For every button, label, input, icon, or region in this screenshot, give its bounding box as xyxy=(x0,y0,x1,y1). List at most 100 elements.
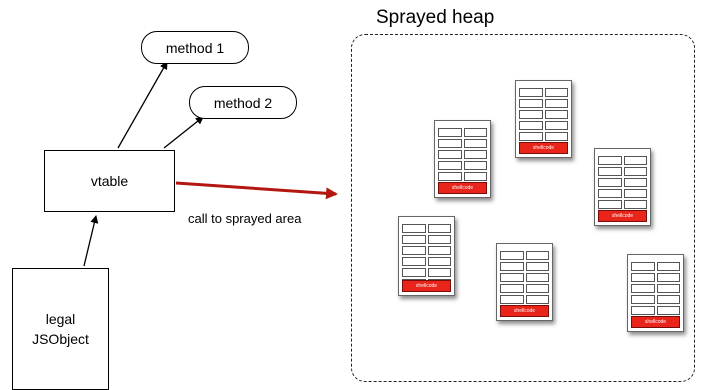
heap-cell xyxy=(525,251,549,260)
heap-cell xyxy=(427,246,451,255)
heap-block-row xyxy=(402,268,451,277)
heap-cell xyxy=(463,150,487,159)
heap-cell xyxy=(598,156,622,165)
heap-block: shellcode xyxy=(398,216,455,296)
heap-cell xyxy=(631,306,655,315)
heap-cell xyxy=(656,262,680,271)
arrow-vtable-to-method2 xyxy=(163,116,204,149)
heap-block-row xyxy=(519,99,568,108)
heap-block-row xyxy=(519,121,568,130)
heap-cell xyxy=(438,161,462,170)
heap-cell xyxy=(623,167,647,176)
heap-cell xyxy=(463,161,487,170)
heap-cell xyxy=(623,178,647,187)
heap-cell xyxy=(402,224,426,233)
shellcode-cell: shellcode xyxy=(500,305,549,317)
heap-cell xyxy=(463,128,487,137)
heap-cell xyxy=(544,132,568,141)
heap-cell xyxy=(631,284,655,293)
heap-cell xyxy=(623,156,647,165)
heap-cell xyxy=(598,178,622,187)
heap-cell xyxy=(519,121,543,130)
shellcode-cell: shellcode xyxy=(438,182,487,194)
method1-node: method 1 xyxy=(141,31,249,64)
arrow-vtable-to-method1 xyxy=(117,61,168,149)
heap-cell xyxy=(500,262,524,271)
heap-cell xyxy=(427,257,451,266)
heap-block-row xyxy=(519,110,568,119)
heap-block-row xyxy=(631,284,680,293)
heap-block-row xyxy=(598,178,647,187)
heap-cell xyxy=(525,295,549,304)
heap-block-row xyxy=(598,167,647,176)
heap-cell xyxy=(438,128,462,137)
arrow-call-to-sprayed-area xyxy=(175,181,338,200)
heap-cell xyxy=(500,251,524,260)
heap-cell xyxy=(427,224,451,233)
heap-cell xyxy=(519,110,543,119)
heap-block-row xyxy=(438,172,487,181)
heap-cell xyxy=(519,132,543,141)
heap-cell xyxy=(402,235,426,244)
heap-cell xyxy=(438,150,462,159)
heap-block-row xyxy=(402,224,451,233)
heap-cell xyxy=(598,167,622,176)
call-to-sprayed-area-label: call to sprayed area xyxy=(188,211,302,226)
heap-cell xyxy=(598,200,622,209)
heap-cell xyxy=(598,189,622,198)
heap-cell xyxy=(438,172,462,181)
heap-cell xyxy=(544,99,568,108)
heap-cell xyxy=(631,273,655,282)
shellcode-cell: shellcode xyxy=(402,280,451,292)
heap-cell xyxy=(631,295,655,304)
heap-cell xyxy=(656,273,680,282)
heap-block-row xyxy=(438,139,487,148)
heap-cell xyxy=(656,306,680,315)
heap-block-row xyxy=(631,306,680,315)
heap-cell xyxy=(427,268,451,277)
heap-block-cells xyxy=(438,128,487,194)
heap-block: shellcode xyxy=(515,80,572,158)
heap-cell xyxy=(463,172,487,181)
heap-cell xyxy=(544,88,568,97)
heap-block-row xyxy=(402,235,451,244)
heap-cell xyxy=(463,139,487,148)
heap-cell xyxy=(519,88,543,97)
heap-cell xyxy=(438,139,462,148)
heap-block-row xyxy=(631,273,680,282)
heap-cell xyxy=(500,284,524,293)
sprayed-heap-region xyxy=(351,34,695,382)
heap-cell xyxy=(623,200,647,209)
heap-cell xyxy=(500,295,524,304)
arrow-jsobject-to-vtable xyxy=(83,215,99,267)
heap-block-row xyxy=(631,295,680,304)
heap-cell xyxy=(656,284,680,293)
heap-cell xyxy=(525,284,549,293)
heap-cell xyxy=(525,273,549,282)
heap-block-row xyxy=(500,284,549,293)
heap-cell xyxy=(402,268,426,277)
shellcode-cell: shellcode xyxy=(598,210,647,222)
heap-block-row xyxy=(598,156,647,165)
heap-cell xyxy=(525,262,549,271)
heap-title: Sprayed heap xyxy=(376,7,495,28)
heap-block-row xyxy=(500,251,549,260)
heap-block-row xyxy=(500,273,549,282)
heap-block-row xyxy=(402,246,451,255)
heap-block-row xyxy=(438,150,487,159)
heap-cell xyxy=(544,110,568,119)
heap-block-row xyxy=(598,200,647,209)
heap-cell xyxy=(656,295,680,304)
vtable-node: vtable xyxy=(44,150,175,212)
heap-cell xyxy=(402,246,426,255)
heap-block-row xyxy=(519,132,568,141)
legal-jsobject-node: legal JSObject xyxy=(12,268,109,390)
heap-block: shellcode xyxy=(627,254,684,332)
heap-cell xyxy=(402,257,426,266)
shellcode-cell: shellcode xyxy=(519,142,568,154)
heap-block-cells xyxy=(402,224,451,290)
heap-block-row xyxy=(402,257,451,266)
heap-block-row xyxy=(631,262,680,271)
heap-cell xyxy=(519,99,543,108)
heap-block: shellcode xyxy=(434,120,491,198)
